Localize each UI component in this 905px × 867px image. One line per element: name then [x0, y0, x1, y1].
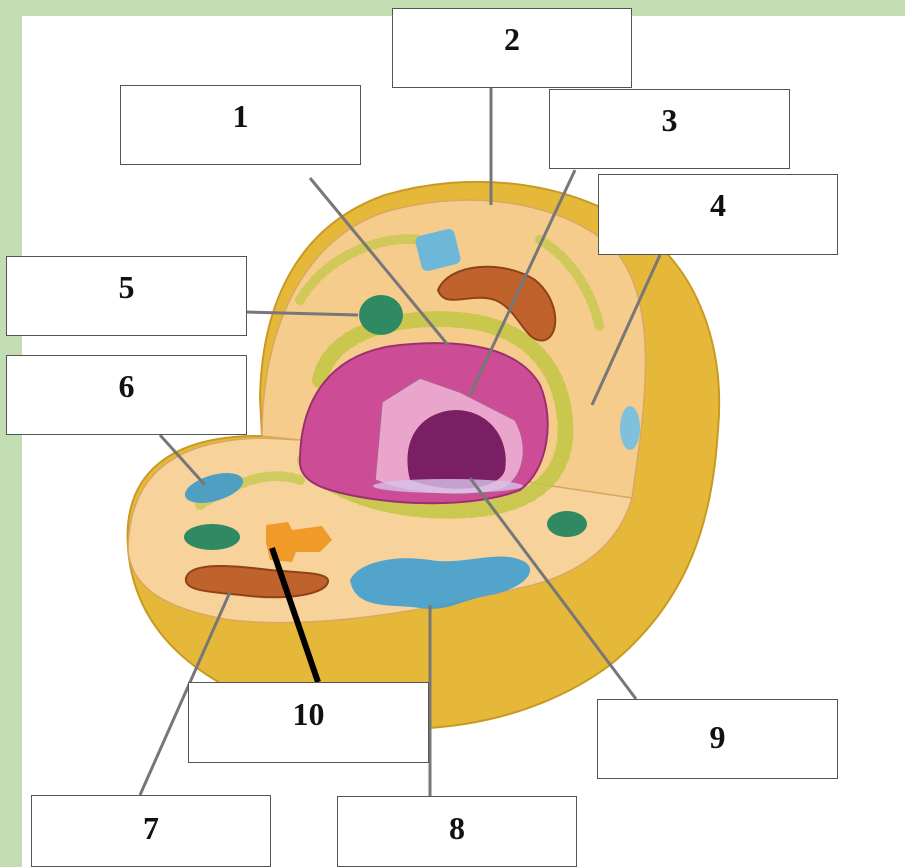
label-box-5: 5 [6, 256, 247, 336]
nuclear-envelope-rim [373, 479, 523, 493]
label-number-10: 10 [293, 696, 325, 733]
label-box-4: 4 [598, 174, 838, 255]
label-box-1: 1 [120, 85, 361, 165]
label-number-4: 4 [710, 187, 726, 224]
label-number-9: 9 [710, 719, 726, 756]
label-box-10: 10 [188, 682, 429, 763]
label-number-1: 1 [233, 98, 249, 135]
label-number-2: 2 [504, 21, 520, 58]
green-organelle-left [359, 295, 403, 335]
label-box-8: 8 [337, 796, 577, 867]
label-number-5: 5 [119, 269, 135, 306]
label-number-3: 3 [662, 102, 678, 139]
vacuole-right [620, 406, 640, 450]
label-number-7: 7 [143, 810, 159, 847]
label-number-6: 6 [119, 368, 135, 405]
label-box-2: 2 [392, 8, 632, 88]
label-box-7: 7 [31, 795, 271, 867]
label-number-8: 8 [449, 810, 465, 847]
label-box-3: 3 [549, 89, 790, 169]
green-organelle-floor-left [184, 524, 240, 550]
label-box-6: 6 [6, 355, 247, 435]
green-organelle-floor-right [547, 511, 587, 537]
label-box-9: 9 [597, 699, 838, 779]
